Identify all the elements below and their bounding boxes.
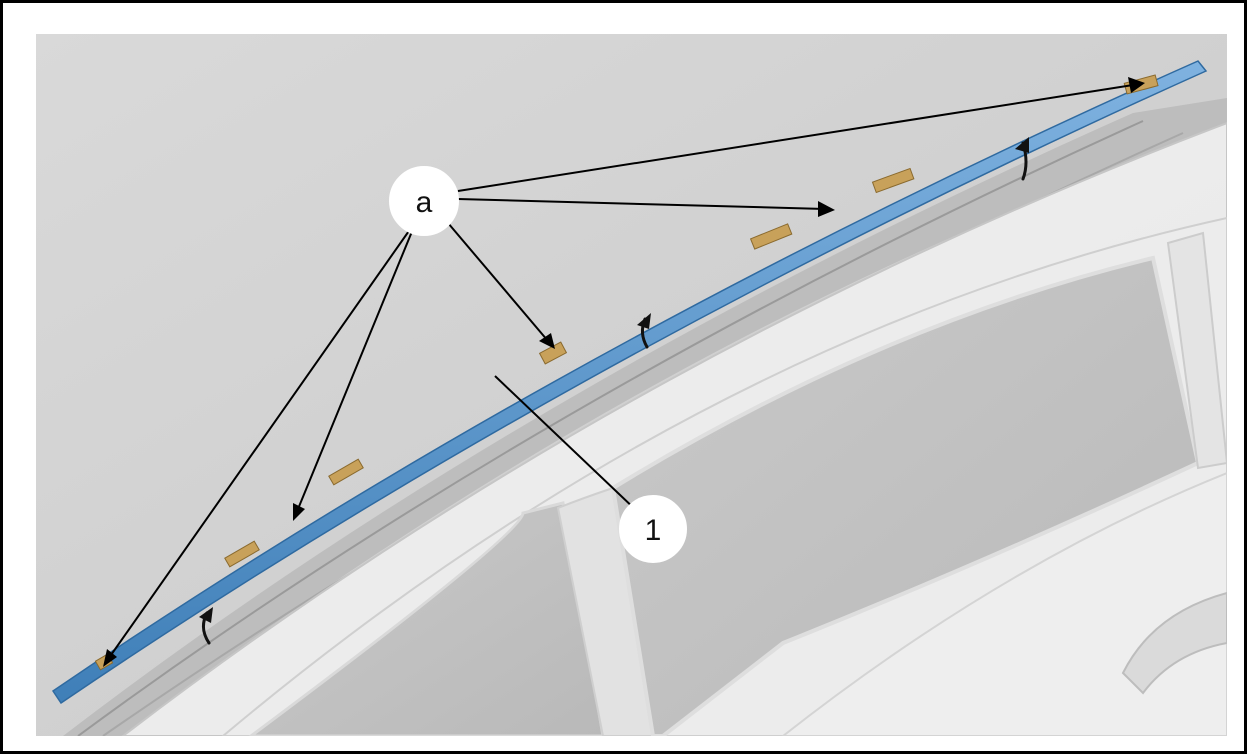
callout-1: 1 [619,495,687,563]
clip [328,458,364,486]
clip [871,167,915,194]
arrow-head [637,313,651,329]
arrow-head [199,607,213,623]
door-panel [781,471,1227,736]
gutter-edge-line [77,120,1144,736]
leader-arrowheads-a [103,77,1145,667]
leader-lines-a [110,84,1134,656]
roof-moulding [51,60,1208,705]
a-pillar [1166,231,1227,470]
front-window-glass [610,255,1201,736]
leader-line-1 [494,375,640,514]
door-handle [1121,591,1227,695]
arrow-head [1015,137,1029,153]
vehicle-roof-illustration: a 1 [36,34,1227,736]
callout-1-label: 1 [645,514,662,547]
rear-window-glass [248,501,605,736]
callout-a: a [389,166,459,236]
roof-gutter-channel [63,98,1227,736]
clip [538,341,568,365]
callout-a-label: a [416,186,433,219]
clip [749,223,793,250]
clip [224,540,260,568]
